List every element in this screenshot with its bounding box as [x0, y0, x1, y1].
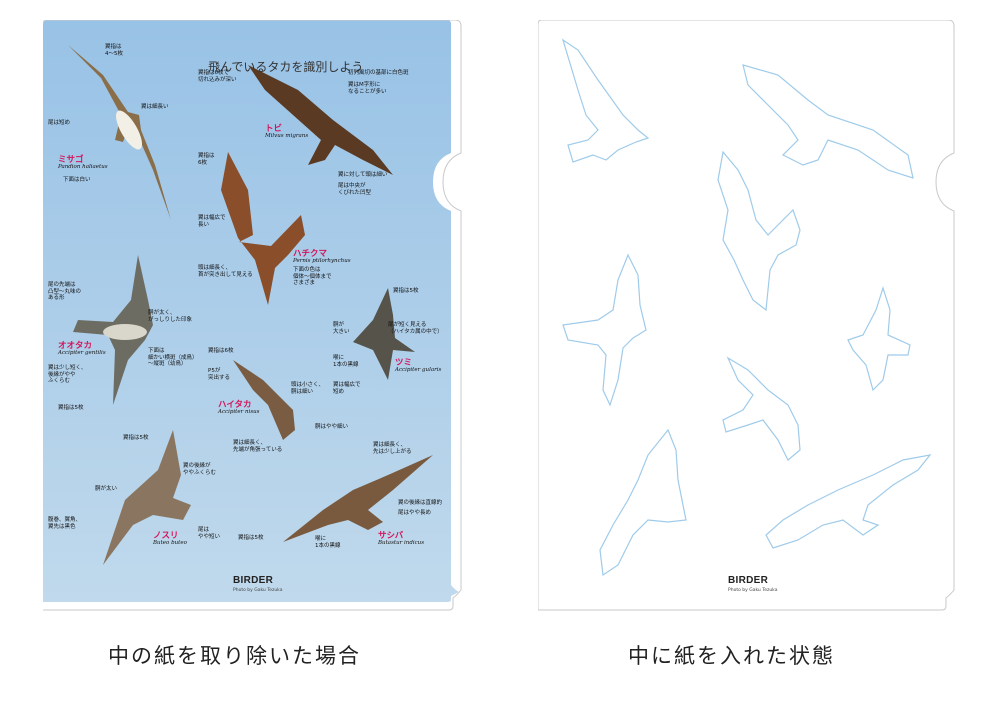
- annotation: 翼はM字形に なることが多い: [348, 82, 387, 95]
- species-latin: Milvus migrans: [265, 133, 309, 139]
- annotation: 翼は少し短く、 後縁がやや ふくらむ: [48, 365, 87, 384]
- folder-with-outlines: BIRDER Photo by Gaku Tezuka: [538, 20, 958, 612]
- outline-black-kite: [742, 64, 914, 179]
- caption-right: 中に紙を入れた状態: [628, 644, 835, 668]
- annotation: 喉に 1本の黒線: [333, 355, 359, 368]
- annotation: 胴が太く、 がっしりした印象: [148, 310, 193, 323]
- annotation: 喉に 1本の黒線: [315, 536, 341, 549]
- brand-logo: BIRDER: [728, 575, 769, 586]
- annotation: 翼指は 4～5枚: [105, 44, 123, 57]
- annotation: 翼指は6枚: [208, 348, 234, 354]
- sky-sheet: [43, 20, 459, 602]
- species-latin: Accipiter gentilis: [58, 350, 106, 356]
- bird-outlines: [561, 38, 932, 577]
- species-latin: Accipiter nisus: [218, 409, 260, 415]
- annotation: 下面の色は 個体～個体まで さまざま: [293, 267, 332, 286]
- sheet-title: 飛んでいるタカを識別しよう: [208, 60, 364, 74]
- annotation: 翼は幅広で 短め: [333, 382, 361, 395]
- bird-japanese-sparrowhawk: [353, 288, 415, 380]
- bird-grey-faced-buzzard: [283, 455, 433, 542]
- annotation: 翼に対して頭は細い: [338, 172, 388, 178]
- species-name: ハチクマ: [293, 249, 328, 259]
- annotation: 翼は細長い: [141, 104, 169, 110]
- annotation: 尾は やや短い: [198, 527, 221, 540]
- annotation: 頭は細長く、 首が突き出して見える: [198, 265, 253, 278]
- photo-credit: Photo by Gaku Tezuka: [233, 588, 283, 593]
- outline-eurasian-sparrowhawk: [722, 356, 801, 461]
- species-name: ハイタカ: [218, 400, 252, 410]
- bird-honey-buzzard: [221, 152, 305, 305]
- species-name: ノスリ: [153, 531, 179, 541]
- annotation: 尾の先端は 凸型～丸味の ある形: [48, 282, 82, 301]
- species-latin: Buteo buteo: [153, 540, 187, 546]
- species-name: サシバ: [378, 531, 404, 541]
- annotation: 翼指は6枚で 切れ込みが深い: [198, 70, 237, 83]
- annotation: P5が 突出する: [208, 368, 231, 381]
- annotation: 翼は細長く、 先は少し上がる: [373, 442, 412, 455]
- species-name: オオタカ: [58, 341, 93, 351]
- annotation: 頭は小さく、 胴は細い: [291, 382, 325, 395]
- bird-goshawk: [73, 255, 153, 405]
- annotation: 尾は短め: [48, 120, 71, 126]
- bird-black-kite: [248, 65, 393, 175]
- bird-buzzard: [103, 430, 191, 565]
- species-name: トビ: [265, 124, 283, 134]
- species-name: ツミ: [395, 358, 413, 368]
- annotation: 翼の後縁が ややふくらむ: [183, 463, 217, 476]
- species-name: ミサゴ: [58, 155, 84, 165]
- annotation: 初列風切の基部に白色斑: [348, 70, 409, 76]
- annotation: 胴はやや細い: [315, 424, 349, 430]
- annotation: 翼は細長く、 先端が角張っている: [233, 440, 283, 453]
- annotation: 胴が 大きい: [333, 322, 350, 335]
- photo-credit: Photo by Gaku Tezuka: [728, 588, 778, 593]
- annotation: 下面は白い: [63, 177, 91, 183]
- species-latin: Pandion haliaetus: [58, 164, 108, 170]
- bird-osprey: [68, 45, 171, 220]
- species-latin: Pernis ptilorhynchus: [293, 258, 351, 264]
- annotation: 尾は中央が くびれた凹型: [338, 183, 372, 196]
- annotation: 翼指は5枚: [123, 435, 149, 441]
- annotation: 翼指は 6枚: [198, 153, 215, 166]
- annotation: 尾はやや長め: [398, 510, 432, 516]
- species-latin: Butastur indicus: [378, 540, 425, 546]
- annotation: 下面は 細かい横斑（成鳥） ～縦斑（幼鳥）: [148, 348, 198, 367]
- folder-edge: [43, 20, 462, 611]
- outline-buzzard: [599, 428, 687, 577]
- folder-with-sheet: 飛んでいるタカを識別しよう ミサゴ Pandion haliaetus トビ M…: [43, 20, 463, 612]
- annotation: 胴が太い: [95, 486, 118, 492]
- folder-shape: [538, 20, 955, 611]
- annotation: 翼の後縁は直線的: [398, 500, 443, 506]
- outline-honey-buzzard: [717, 150, 801, 312]
- caption-left: 中の紙を取り除いた場合: [108, 644, 361, 668]
- folder-shape: [43, 20, 462, 611]
- annotation: 腹巻、翼角、 翼先は黒色: [48, 517, 82, 530]
- brand-logo: BIRDER: [233, 575, 274, 586]
- outline-japanese-sparrowhawk: [847, 286, 911, 392]
- annotation: 尾が短く見える （ハイタカ属の中で）: [388, 322, 443, 335]
- outline-goshawk: [562, 253, 647, 407]
- outline-osprey: [561, 38, 650, 163]
- bird-eurasian-sparrowhawk: [233, 360, 295, 440]
- annotation: 翼指は5枚: [238, 535, 264, 541]
- species-latin: Accipiter gularis: [395, 367, 442, 373]
- outline-grey-faced-buzzard: [765, 454, 932, 549]
- annotation: 翼指は5枚: [393, 288, 419, 294]
- folder-edge: [538, 20, 955, 611]
- annotation: 翼は幅広で 長い: [198, 215, 226, 228]
- annotation: 翼指は5枚: [58, 405, 84, 411]
